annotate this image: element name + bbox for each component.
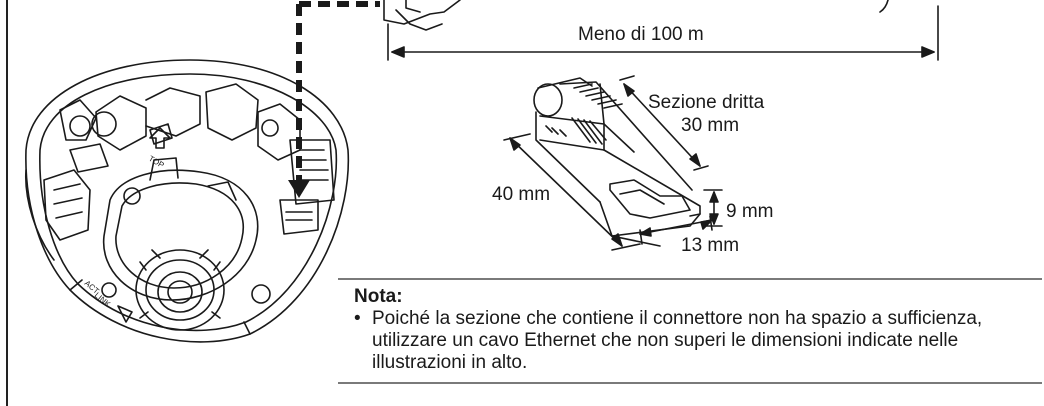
rj45-connector bbox=[533, 77, 701, 247]
note-item: • Poiché la sezione che contiene il conn… bbox=[354, 308, 1034, 374]
note-rule-top bbox=[338, 278, 1042, 280]
camera-markings: TOP ACT LINK bbox=[83, 154, 166, 309]
cable-route-dashed bbox=[296, 1, 380, 186]
straight-section-length-label: 30 mm bbox=[681, 115, 740, 136]
cable-plug-top bbox=[383, 0, 889, 31]
connector-length-label: 40 mm bbox=[492, 184, 551, 205]
top-marking: TOP bbox=[147, 154, 166, 170]
dome-camera bbox=[25, 59, 350, 343]
note-text: Poiché la sezione che contiene il connet… bbox=[372, 308, 983, 373]
width-dimension bbox=[639, 215, 713, 245]
straight-section-label: Sezione dritta bbox=[648, 92, 765, 113]
height-label: 9 mm bbox=[726, 201, 774, 222]
note-rule-bottom bbox=[338, 382, 1042, 384]
connector-length-dimension bbox=[503, 133, 641, 251]
page-frame-left bbox=[6, 0, 8, 406]
straight-section-dimension bbox=[619, 75, 709, 171]
cable-route-arrow bbox=[288, 180, 310, 198]
note-bullet: • bbox=[354, 308, 361, 329]
width-label: 13 mm bbox=[681, 235, 740, 256]
link-marking: LINK bbox=[93, 291, 113, 310]
note-box: Nota: • Poiché la sezione che contiene i… bbox=[338, 278, 1042, 384]
length-label: Meno di 100 m bbox=[578, 24, 704, 45]
length-dimension-line bbox=[387, 5, 939, 61]
note-title: Nota: bbox=[354, 286, 403, 307]
